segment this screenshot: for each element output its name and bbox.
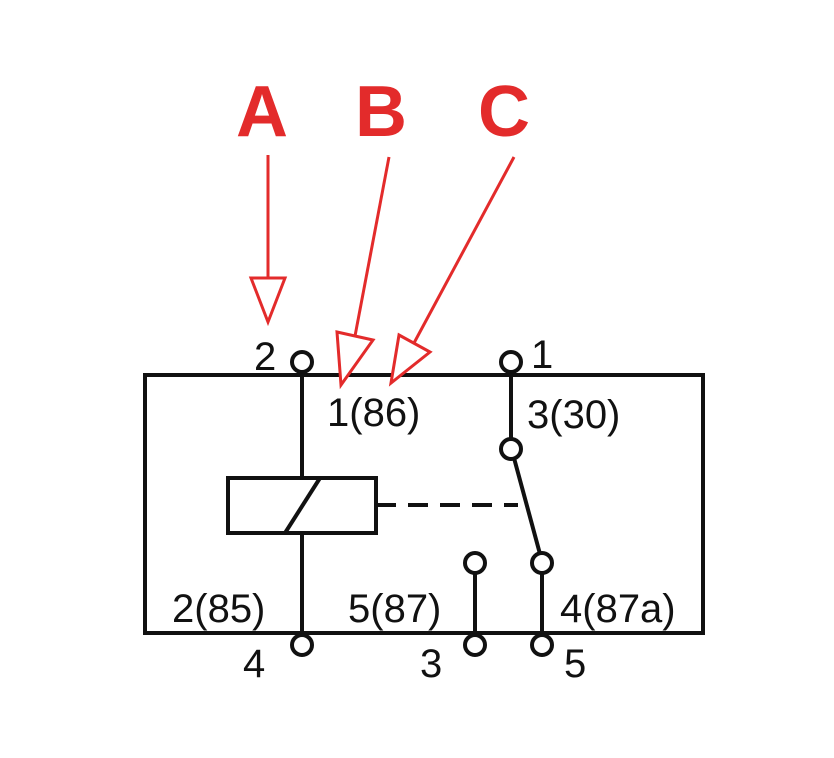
terminal-coil-bottom-label: 2(85)	[172, 587, 265, 631]
relay-housing	[143, 373, 705, 635]
pin-bottom-left-number: 4	[243, 642, 265, 686]
terminal-normally-closed-label: 4(87a)	[560, 587, 676, 631]
coil-circuit	[226, 373, 518, 633]
pin-top-right-terminal	[499, 350, 523, 374]
terminal-circles	[290, 350, 554, 657]
pin-bottom-middle-terminal	[463, 633, 487, 657]
terminal-normally-open-label: 5(87)	[348, 587, 441, 631]
switch-armature	[512, 457, 542, 555]
arrow-c	[388, 156, 516, 387]
pin-bottom-right-number: 5	[564, 642, 586, 686]
common-contact-terminal	[499, 437, 523, 461]
terminal-common-label: 3(30)	[527, 393, 620, 437]
annotation-letter-b: B	[355, 72, 407, 152]
pin-bottom-middle-number: 3	[420, 642, 442, 686]
no-contact-terminal	[463, 551, 487, 575]
pin-bottom-left-terminal	[290, 633, 314, 657]
pin-top-left-number: 2	[254, 335, 276, 379]
pin-top-left-terminal	[290, 350, 314, 374]
nc-contact-terminal	[530, 551, 554, 575]
arrow-a	[248, 155, 288, 327]
annotation-letter-a: A	[236, 72, 288, 152]
pin-top-right-number: 1	[531, 333, 553, 377]
annotation-letter-c: C	[478, 72, 530, 152]
pin-bottom-right-terminal	[530, 633, 554, 657]
switch-circuit	[473, 373, 544, 633]
arrow-b	[335, 156, 391, 390]
terminal-coil-top-label: 1(86)	[327, 391, 420, 435]
coil-diagonal	[283, 476, 322, 535]
